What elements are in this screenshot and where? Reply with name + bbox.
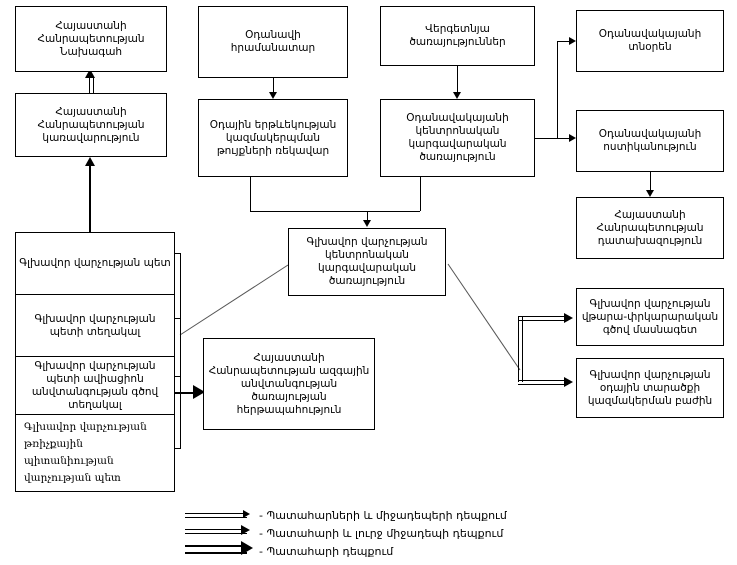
connector-ground-central-arrow	[453, 92, 461, 99]
stack-item-deputy[interactable]: Գլխավոր վարչության պետի տեղակալ	[16, 295, 174, 357]
connector-ground-central-line	[457, 66, 458, 92]
node-ground-services[interactable]: Վերգետնյա ծառայություններ	[380, 6, 535, 66]
legend-line-thin-double	[185, 513, 247, 518]
connector-central-director-h	[557, 41, 570, 42]
stack-item-head[interactable]: Գլխավոր վարչության պետ	[16, 233, 174, 295]
node-airport-police[interactable]: Օդանավակայանի ոստիկանություն	[576, 110, 724, 172]
legend-label-1: - Պատահարների և միջադեպերի դեպքում	[259, 509, 507, 522]
connector-left-bus	[180, 253, 181, 449]
connector-airspace-arrow	[564, 377, 573, 387]
connector-right-bus	[518, 316, 523, 382]
connector-gov-president-line	[89, 78, 94, 93]
connector-traffic-main-v2	[367, 211, 368, 221]
connector-rescue-arrow	[564, 313, 573, 323]
stack-item-airworthiness-head[interactable]: Գլխավոր վարչության թռիչքային պիտանիությա…	[24, 421, 147, 484]
connector-central-branch-h	[535, 138, 557, 139]
left-column-stack: Գլխավոր վարչության պետ Գլխավոր վարչությա…	[15, 232, 175, 492]
connector-traffic-main-arrow	[363, 220, 371, 227]
connector-police-prosecutor-arrow	[646, 190, 654, 197]
legend-arrow-2	[241, 525, 250, 535]
legend-arrow-1	[243, 510, 250, 518]
legend-arrow-3	[241, 541, 253, 555]
node-rescue-specialist[interactable]: Գլխավոր վարչության վթարա-փրկարարական գծո…	[576, 288, 724, 346]
legend-line-heavy-double	[185, 545, 247, 554]
legend-line-double	[185, 529, 247, 534]
node-airport-director[interactable]: Օդանավակայանի տնօրեն	[576, 10, 724, 72]
node-president[interactable]: Հայաստանի Հանրապետության Նախագահ	[15, 6, 167, 72]
connector-airportcc-main-v1	[420, 177, 421, 211]
connector-gov-president-arrow	[85, 69, 95, 78]
connector-central-director-arrow	[569, 37, 576, 45]
connector-main-left-diagonal	[179, 264, 289, 336]
connector-central-branch-v	[557, 41, 558, 139]
connector-head-gov-arrow	[85, 157, 95, 166]
connector-traffic-main-h	[250, 211, 367, 212]
node-government[interactable]: Հայաստանի Հանրապետության կառավարություն	[15, 93, 167, 157]
node-air-traffic-head[interactable]: Օդային երթևեկության կազմակերպման թույքնե…	[198, 99, 348, 177]
connector-commander-traffic-arrow	[269, 92, 277, 99]
connector-secdep-natsec-line	[175, 392, 201, 394]
connector-central-police-arrow	[569, 134, 576, 142]
connector-police-prosecutor-line	[650, 172, 651, 190]
node-prosecutor[interactable]: Հայաստանի Հանրապետության դատախազություն	[576, 197, 724, 259]
legend-label-3: - Պատահարի դեպքում	[259, 545, 394, 558]
connector-traffic-main-v1	[250, 177, 251, 211]
node-main-admin-central-control[interactable]: Գլխավոր վարչության կենտրոնական կարգավարա…	[288, 228, 446, 296]
node-air-commander[interactable]: Օդանավի hրամանատար	[198, 6, 348, 78]
connector-head-gov-line	[89, 166, 91, 232]
stack-item-security-deputy[interactable]: Գլխավոր վարչության պետի ավիացիոն անվտանգ…	[16, 357, 174, 415]
node-airport-central-control[interactable]: Օդանավակայանի կենտրոնական կարգավարական ծ…	[380, 99, 535, 177]
node-natsec-duty[interactable]: Հայաստանի Հանրապետության ազգային անվտանգ…	[203, 338, 375, 430]
connector-secdep-natsec-arrow	[193, 385, 205, 399]
connector-central-police-h	[557, 138, 570, 139]
connector-rescue-h	[518, 316, 568, 321]
connector-main-right-diagonal	[447, 263, 521, 371]
node-airspace-division[interactable]: Գլխավոր վարչության oդային տարածքի կազմակ…	[576, 358, 724, 418]
connector-airspace-h	[518, 380, 568, 385]
legend-label-2: - Պատահարի և լուրջ միջադեպի դեպքում	[259, 527, 504, 540]
connector-airportcc-main-h	[367, 211, 420, 212]
connector-commander-traffic-line	[273, 78, 274, 92]
